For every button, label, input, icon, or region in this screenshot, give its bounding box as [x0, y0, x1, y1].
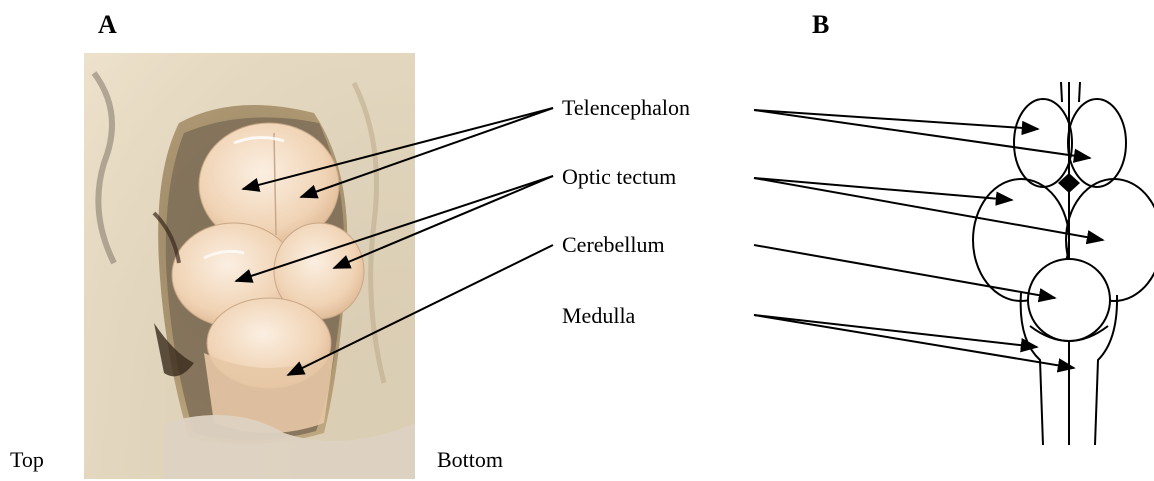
label-cerebellum: Cerebellum	[562, 234, 665, 256]
cerebellum-shape	[1028, 259, 1110, 341]
telencephalon-right-lobe	[1068, 99, 1126, 187]
arrow-optic-tectum-b2	[754, 178, 1103, 240]
label-optic-tectum: Optic tectum	[562, 166, 676, 188]
arrow-telencephalon-a1	[243, 108, 553, 189]
olfactory-nerve-left	[1061, 82, 1062, 102]
label-medulla: Medulla	[562, 305, 635, 327]
arrow-medulla-b2	[754, 315, 1074, 368]
arrow-telencephalon-b1	[754, 110, 1038, 129]
arrow-telencephalon-b2	[754, 110, 1090, 158]
orientation-top: Top	[10, 449, 44, 471]
brain-schematic	[973, 82, 1154, 445]
arrow-telencephalon-a2	[301, 108, 553, 197]
telencephalon-left-lobe	[1014, 99, 1072, 187]
panel-a-arrows	[236, 108, 553, 375]
arrow-optic-tectum-a2	[334, 176, 553, 268]
arrow-cerebellum-a	[288, 245, 553, 375]
orientation-bottom: Bottom	[437, 449, 503, 471]
arrow-optic-tectum-a1	[236, 176, 553, 281]
label-telencephalon: Telencephalon	[562, 97, 690, 119]
arrow-cerebellum-b	[754, 245, 1055, 298]
arrow-optic-tectum-b1	[754, 178, 1012, 200]
arrow-medulla-b1	[754, 315, 1037, 347]
olfactory-nerve-right	[1079, 82, 1080, 102]
